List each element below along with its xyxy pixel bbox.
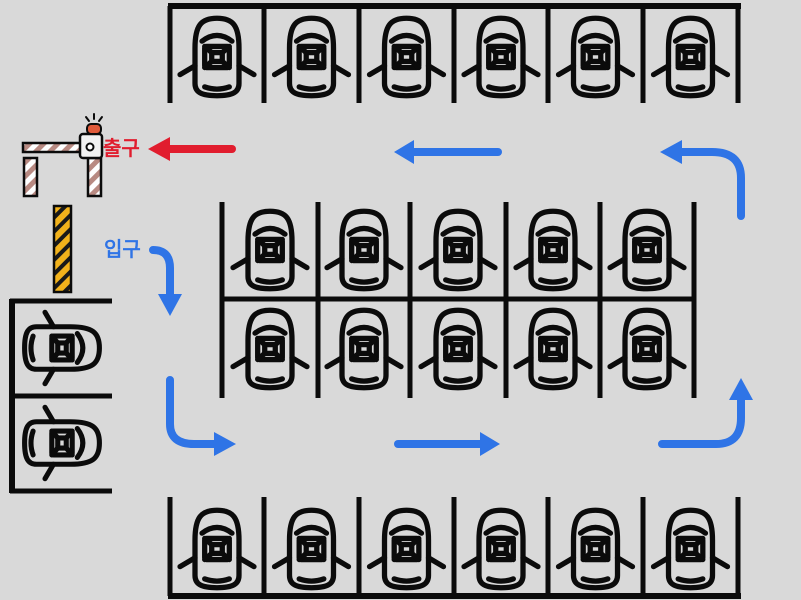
middle-upper-car-icon-1 bbox=[230, 208, 310, 292]
top-lane-arrow-icon bbox=[394, 140, 502, 164]
middle-parking-island bbox=[219, 202, 697, 398]
top-car-icon-1 bbox=[177, 15, 257, 99]
bottom-car-icon-1 bbox=[177, 507, 257, 591]
left-parking-area bbox=[9, 298, 112, 494]
top-car-icon-3 bbox=[366, 15, 447, 99]
entry-arrow-icon bbox=[149, 246, 182, 316]
parking-barrier-gate-icon bbox=[21, 113, 104, 198]
middle-upper-car-icon-3 bbox=[418, 208, 498, 292]
top-parking-row bbox=[167, 3, 741, 103]
bottom-car-icon-6 bbox=[650, 507, 731, 591]
exit-label: 출구 bbox=[103, 136, 140, 160]
top-car-icon-6 bbox=[650, 15, 731, 99]
middle-upper-car-icon-5 bbox=[607, 208, 687, 292]
top-car-icon-2 bbox=[271, 15, 352, 99]
middle-lower-car-icon-5 bbox=[607, 307, 687, 391]
middle-upper-car-icon-2 bbox=[324, 208, 404, 292]
bottom-car-icon-4 bbox=[461, 507, 541, 591]
bottom-car-icon-5 bbox=[555, 507, 636, 591]
bottom-car-icon-3 bbox=[366, 507, 447, 591]
top-car-icon-4 bbox=[461, 15, 541, 99]
bottom-parking-row bbox=[167, 497, 741, 599]
bottom-lane-arrow-icon bbox=[394, 432, 500, 456]
middle-lower-car-icon-2 bbox=[324, 307, 404, 391]
bottom-left-turn-arrow-icon bbox=[166, 376, 236, 456]
top-right-turn-arrow-icon bbox=[660, 140, 745, 220]
middle-lower-car-icon-1 bbox=[230, 307, 310, 391]
left-car-icon-1 bbox=[22, 309, 102, 387]
bottom-right-turn-arrow-icon bbox=[658, 378, 753, 448]
left-car-icon-2 bbox=[22, 404, 102, 482]
top-car-icon-5 bbox=[555, 15, 636, 99]
gate-post bbox=[52, 204, 73, 294]
exit-arrow-icon bbox=[148, 137, 236, 161]
middle-upper-car-icon-4 bbox=[513, 208, 593, 292]
bottom-car-icon-2 bbox=[271, 507, 352, 591]
entry-label: 입구 bbox=[104, 237, 141, 261]
middle-lower-car-icon-3 bbox=[418, 307, 498, 391]
middle-lower-car-icon-4 bbox=[513, 307, 593, 391]
